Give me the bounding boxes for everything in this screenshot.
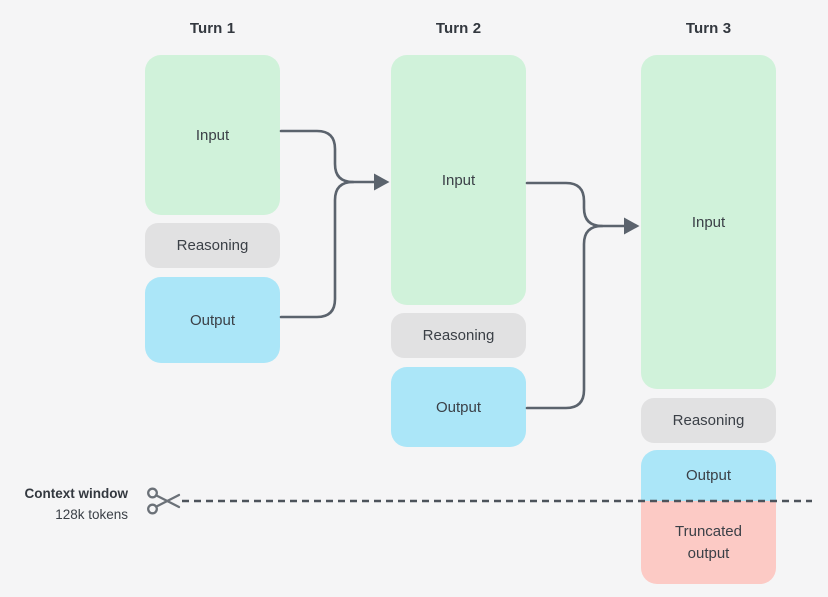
turn3-truncated-output-label: Truncated output (675, 522, 742, 562)
turn2-reasoning-label: Reasoning (422, 327, 495, 344)
turn1-input-connector (279, 129, 376, 184)
turn1-reasoning-label: Reasoning (176, 237, 249, 254)
turn2-output-block: Output (391, 367, 526, 447)
turn2-output-connector (525, 224, 604, 410)
turn2-input-connector (525, 181, 626, 228)
context-window-annotation: Context window 128k tokens (0, 483, 129, 525)
turn3-title: Turn 3 (685, 20, 732, 37)
scissors-icon (147, 487, 181, 515)
turn3-reasoning-label: Reasoning (672, 412, 745, 429)
turn2-output-label: Output (435, 398, 482, 416)
turn2-reasoning-block: Reasoning (391, 313, 526, 358)
turn3-output-label: Output (685, 467, 732, 484)
turn3-truncated-output-block: Truncated output (641, 501, 776, 584)
turn1-output-label: Output (189, 311, 236, 329)
turn1-output-connector (279, 180, 355, 319)
turn1-reasoning-block: Reasoning (145, 223, 280, 268)
turn3-reasoning-block: Reasoning (641, 398, 776, 443)
turn2-input-block: Input (391, 55, 526, 305)
arrow-turn2-to-turn3 (525, 181, 640, 410)
context-window-label: Context window (24, 486, 129, 501)
turn1-title: Turn 1 (189, 20, 236, 37)
turn3-input-label: Input (691, 213, 726, 231)
arrow-turn1-to-turn2 (279, 129, 390, 319)
context-window-value: 128k tokens (55, 507, 128, 522)
turn2-input-label: Input (441, 171, 476, 189)
turn1-output-block: Output (145, 277, 280, 363)
turn1-input-block: Input (145, 55, 280, 215)
arrowhead-icon (374, 173, 390, 191)
turn1-input-label: Input (195, 126, 230, 144)
turn3-output-block: Output (641, 450, 776, 501)
arrowhead-icon (624, 217, 640, 235)
turn3-input-block: Input (641, 55, 776, 389)
turn2-title: Turn 2 (435, 20, 482, 37)
